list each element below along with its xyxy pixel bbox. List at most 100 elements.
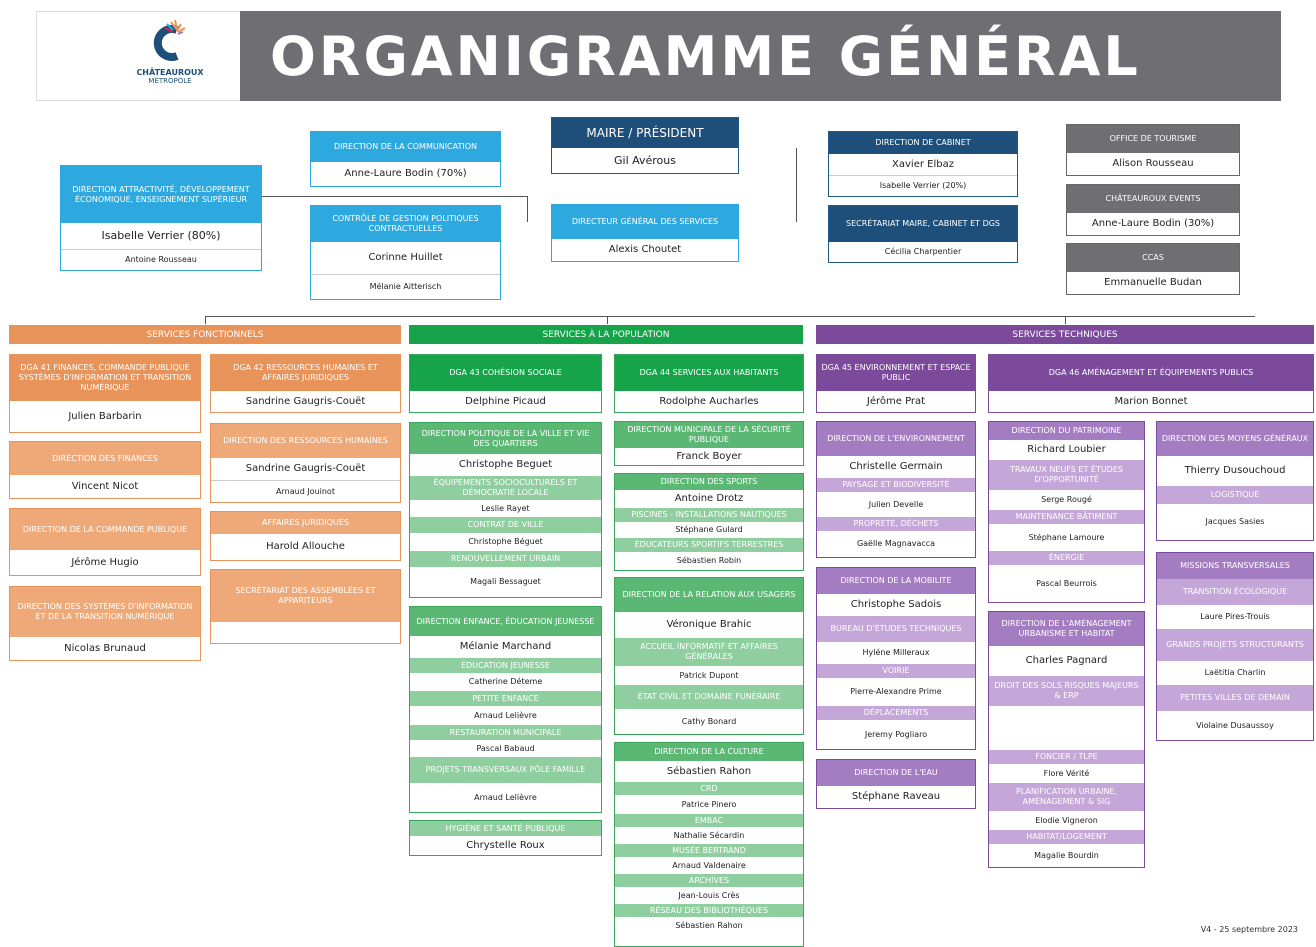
subunit-title: ARCHIVES	[615, 874, 803, 887]
org-box-sports: DIRECTION DES SPORTS Antoine Drotz PISCI…	[614, 473, 804, 571]
box-title: DIRECTION DES SYSTÈMES D'INFORMATION ET …	[10, 587, 200, 637]
footer-version: V4 - 25 septembre 2023	[1200, 925, 1298, 934]
subunit-name: Arnaud Lelièvre	[410, 783, 601, 812]
box-name: Xavier Elbaz	[829, 154, 1017, 175]
box-name: Mélanie Marchand	[410, 636, 601, 658]
org-box-systemes-information: DIRECTION DES SYSTÈMES D'INFORMATION ET …	[9, 586, 201, 661]
connector	[205, 316, 1255, 317]
box-name: Alexis Choutet	[552, 239, 738, 261]
org-box-ccas: CCAS Emmanuelle Budan	[1066, 243, 1240, 295]
box-name	[211, 622, 400, 643]
subunit-title: DÉPLACEMENTS	[817, 706, 975, 720]
org-box-maire: MAIRE / PRÉSIDENT Gil Avérous	[551, 117, 739, 174]
org-box-enfance: DIRECTION ENFANCE, ÉDUCATION JEUNESSE Mé…	[409, 606, 602, 813]
box-title: DIRECTEUR GÉNÉRAL DES SERVICES	[552, 205, 738, 239]
box-name: Nicolas Brunaud	[10, 637, 200, 660]
subunit-name: Serge Rougé	[989, 490, 1144, 510]
box-title: DIRECTION DE LA MOBILITÉ	[817, 568, 975, 594]
box-title: DIRECTION POLITIQUE DE LA VILLE ET VIE D…	[410, 423, 601, 454]
subunit-title: FONCIER / TLPE	[989, 750, 1144, 764]
box-title: HYGIÈNE ET SANTÉ PUBLIQUE	[410, 821, 601, 836]
org-box-finances: DIRECTION DES FINANCES Vincent Nicot	[9, 441, 201, 499]
box-name: Franck Boyer	[615, 448, 803, 465]
org-box-moyens-generaux: DIRECTION DES MOYENS GÉNÉRAUX Thierry Du…	[1156, 421, 1314, 541]
box-name: Sandrine Gaugris-Couët	[211, 391, 400, 412]
box-title: DIRECTION ENFANCE, ÉDUCATION JEUNESSE	[410, 607, 601, 636]
subunit-name: Leslie Rayet	[410, 500, 601, 517]
subunit-title: BUREAU D'ÉTUDES TECHNIQUES	[817, 616, 975, 642]
box-title: DIRECTION DU PATRIMOINE	[989, 422, 1144, 440]
subunit-name: Patrice Pinero	[615, 795, 803, 814]
box-title: DGA 42 RESSOURCES HUMAINES ET AFFAIRES J…	[211, 355, 400, 391]
box-title: CONTRÔLE DE GESTION POLITIQUES CONTRACTU…	[311, 206, 500, 242]
box-name: Charles Pagnard	[989, 646, 1144, 676]
box-name: Gil Avérous	[552, 148, 738, 173]
org-box-ressources-humaines: DIRECTION DES RESSOURCES HUMAINES Sandri…	[210, 423, 401, 503]
box-name: Emmanuelle Budan	[1067, 272, 1239, 294]
subunit-name: Jean-Louis Crès	[615, 887, 803, 904]
subunit-name: Magali Bessaguet	[410, 567, 601, 597]
box-title: AFFAIRES JURIDIQUES	[211, 512, 400, 534]
subunit-name: Cathy Bonard	[615, 709, 803, 734]
box-title: DIRECTION DE LA CULTURE	[615, 743, 803, 761]
subunit-name: Sébastien Rahon	[615, 917, 803, 934]
org-box-secretariat-maire: SECRÉTARIAT MAIRE, CABINET ET DGS Cécili…	[828, 205, 1018, 263]
org-box-cabinet: DIRECTION DE CABINET Xavier Elbaz Isabel…	[828, 131, 1018, 197]
box-name: Chrystelle Roux	[410, 836, 601, 855]
box-title: OFFICE DE TOURISME	[1067, 125, 1239, 153]
box-title: MAIRE / PRÉSIDENT	[552, 118, 738, 148]
box-title: DIRECTION DES FINANCES	[10, 442, 200, 475]
subunit-title: TRANSITION ÉCOLOGIQUE	[1157, 579, 1313, 605]
logo-line1: CHÂTEAUROUX	[136, 68, 204, 77]
box-name: Vincent Nicot	[10, 475, 200, 498]
logo-line2: MÉTROPOLE	[148, 77, 192, 85]
subunit-title: MUSÉE BERTRAND	[615, 844, 803, 857]
subunit-name: Laure Pires-Trouis	[1157, 605, 1313, 629]
subunit-title: TRAVAUX NEUFS ET ÉTUDES D'OPPORTUNITÉ	[989, 460, 1144, 490]
subunit-title: PAYSAGE ET BIODIVERSITÉ	[817, 478, 975, 492]
subunit-name: Pierre-Alexandre Prime	[817, 678, 975, 706]
connector	[607, 316, 608, 324]
subunit-name: Christophe Béguet	[410, 533, 601, 551]
org-box-chateauroux-events: CHÂTEAUROUX EVENTS Anne-Laure Bodin (30%…	[1066, 184, 1240, 236]
box-title: DGA 46 AMÉNAGEMENT ET ÉQUIPEMENTS PUBLIC…	[989, 355, 1313, 391]
org-box-commande-publique: DIRECTION DE LA COMMANDE PUBLIQUE Jérôme…	[9, 508, 201, 576]
box-name: Harold Allouche	[211, 534, 400, 560]
box-name: Anne-Laure Bodin (30%)	[1067, 213, 1239, 235]
subunit-name: Nathalie Sécardin	[615, 827, 803, 844]
org-box-dga46: DGA 46 AMÉNAGEMENT ET ÉQUIPEMENTS PUBLIC…	[988, 354, 1314, 413]
box-name: Jérôme Hugio	[10, 550, 200, 575]
box-name: Stéphane Raveau	[817, 786, 975, 808]
box-title: DIRECTION DES RESSOURCES HUMAINES	[211, 424, 400, 458]
org-box-patrimoine: DIRECTION DU PATRIMOINE Richard Loubier …	[988, 421, 1145, 603]
org-box-communication: DIRECTION DE LA COMMUNICATION Anne-Laure…	[310, 131, 501, 187]
box-title: DGA 45 ENVIRONNEMENT ET ESPACE PUBLIC	[817, 355, 975, 391]
org-box-relation-usagers: DIRECTION DE LA RELATION AUX USAGERS Vér…	[614, 577, 804, 735]
box-subname: Arnaud Jouinot	[211, 480, 400, 502]
box-title: DIRECTION MUNICIPALE DE LA SÉCURITÉ PUBL…	[615, 422, 803, 448]
box-title: MISSIONS TRANSVERSALES	[1157, 553, 1313, 579]
org-box-missions-transversales: MISSIONS TRANSVERSALES TRANSITION ÉCOLOG…	[1156, 552, 1314, 741]
logo: CHÂTEAUROUX MÉTROPOLE	[120, 18, 220, 98]
box-title: SECRÉTARIAT DES ASSEMBLÉES ET APPARITEUR…	[211, 570, 400, 622]
box-title: DIRECTION DE L'EAU	[817, 760, 975, 786]
subunit-title: CRD	[615, 782, 803, 795]
subunit-name: Arnaud Lelièvre	[410, 706, 601, 725]
box-title: DGA 41 FINANCES, COMMANDE PUBLIQUE SYSTÈ…	[10, 355, 200, 401]
box-subname: Isabelle Verrier (20%)	[829, 175, 1017, 196]
box-name: Christelle Germain	[817, 456, 975, 478]
subunit-title: RESTAURATION MUNICIPALE	[410, 725, 601, 740]
box-title: DIRECTION DE L'AMÉNAGEMENT URBANISME ET …	[989, 612, 1144, 646]
subunit-title: RÉSEAU DES BIBLIOTHÈQUES	[615, 904, 803, 917]
box-title: DIRECTION DE LA RELATION AUX USAGERS	[615, 578, 803, 612]
org-box-mobilite: DIRECTION DE LA MOBILITÉ Christophe Sado…	[816, 567, 976, 750]
subunit-name: Magalie Bourdin	[989, 844, 1144, 867]
box-subname: Mélanie Aitterisch	[311, 274, 500, 299]
subunit-name: Sébastien Robin	[615, 552, 803, 570]
page-title: ORGANIGRAMME GÉNÉRAL	[270, 24, 1141, 88]
org-box-hygiene: HYGIÈNE ET SANTÉ PUBLIQUE Chrystelle Rou…	[409, 820, 602, 856]
box-title: DIRECTION DES SPORTS	[615, 474, 803, 490]
section-services-population: SERVICES À LA POPULATION	[409, 325, 803, 344]
connector	[527, 196, 528, 222]
org-box-dgs: DIRECTEUR GÉNÉRAL DES SERVICES Alexis Ch…	[551, 204, 739, 262]
